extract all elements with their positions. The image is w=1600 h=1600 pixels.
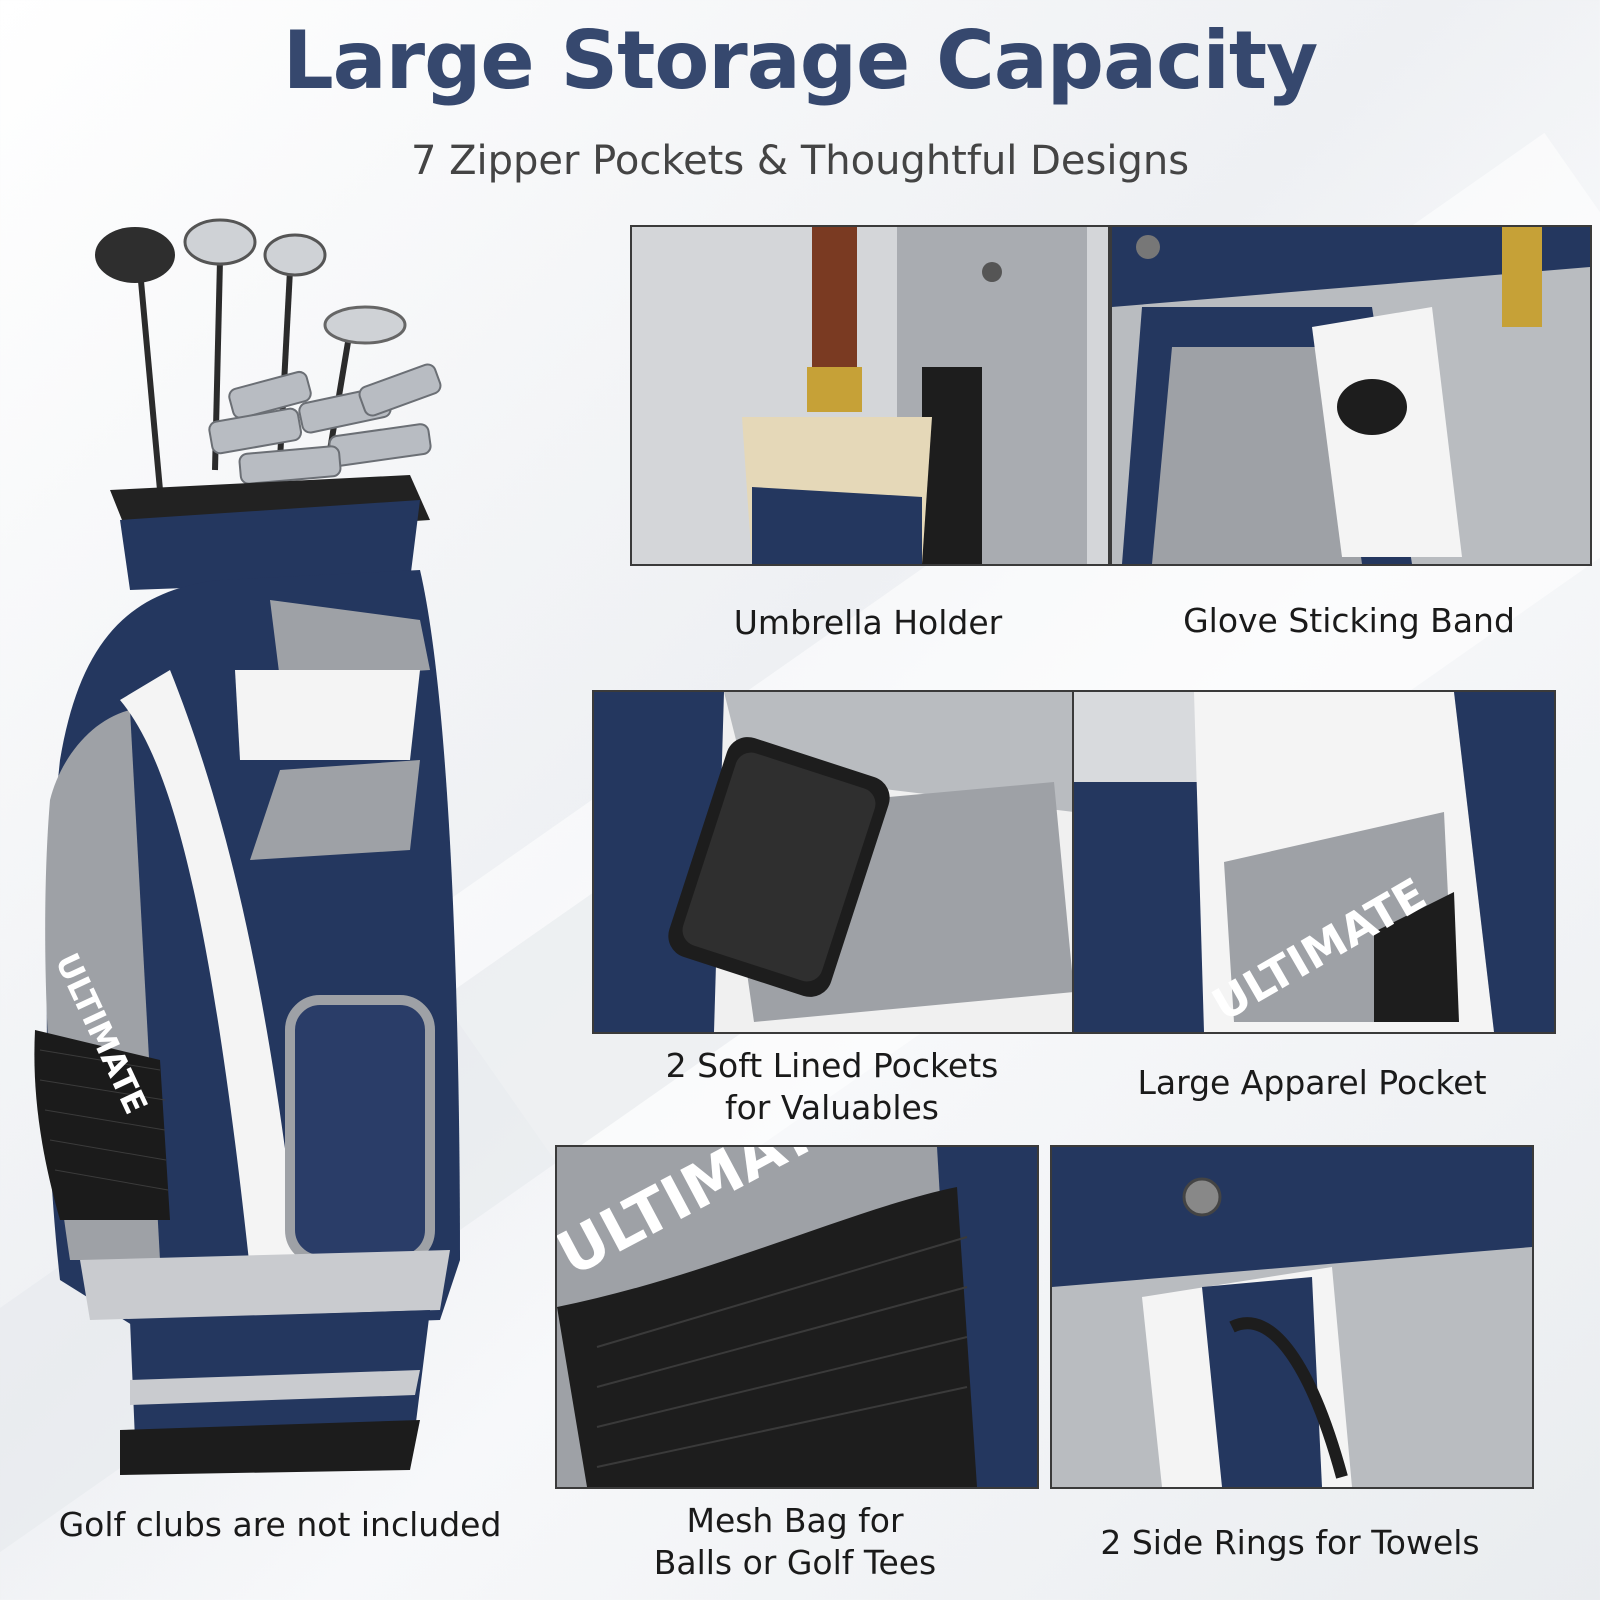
- feature-caption-apparel-pocket: Large Apparel Pocket: [1137, 1063, 1487, 1102]
- feature-photo-apparel-pocket: ULTIMATE: [1072, 690, 1556, 1034]
- main-image-caption: Golf clubs are not included: [58, 1505, 502, 1544]
- feature-caption-umbrella-holder: Umbrella Holder: [733, 603, 1003, 642]
- feature-caption-side-rings: 2 Side Rings for Towels: [1100, 1523, 1480, 1562]
- feature-photo-soft-lined-pockets: [592, 690, 1076, 1034]
- feature-caption-mesh-bag: Mesh Bag for Balls or Golf Tees: [555, 1500, 1035, 1584]
- feature-caption-line: Balls or Golf Tees: [653, 1543, 937, 1582]
- feature-caption-line: for Valuables: [724, 1088, 940, 1127]
- feature-caption-glove-band: Glove Sticking Band: [1183, 601, 1515, 640]
- feature-photo-umbrella-holder: [630, 225, 1110, 566]
- feature-photo-glove-band: [1110, 225, 1592, 566]
- page-title: Large Storage Capacity: [282, 14, 1319, 107]
- feature-caption-line: 2 Soft Lined Pockets: [665, 1046, 999, 1085]
- feature-photo-side-rings: [1050, 1145, 1534, 1489]
- feature-caption-soft-lined-pockets: 2 Soft Lined Pockets for Valuables: [592, 1045, 1072, 1129]
- feature-photo-mesh-bag: ULTIMATE: [555, 1145, 1039, 1489]
- golf-bag-image: ULTIMATE: [20, 200, 500, 1480]
- feature-caption-line: Mesh Bag for: [686, 1501, 904, 1540]
- golf-bag-illustration: ULTIMATE: [34, 218, 460, 1475]
- page-subtitle: 7 Zipper Pockets & Thoughtful Designs: [410, 138, 1190, 184]
